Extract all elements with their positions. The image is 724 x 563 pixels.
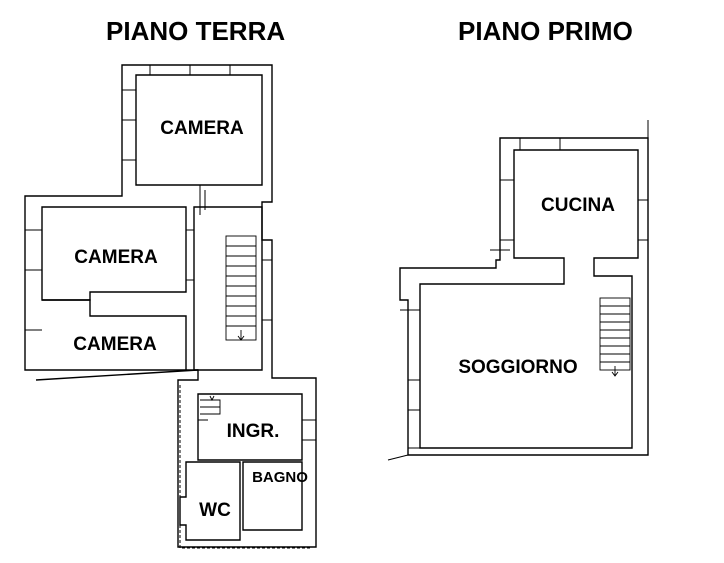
room-label-cucina: CUCINA bbox=[541, 195, 615, 216]
ground-floor-inner-wall bbox=[193, 206, 263, 371]
first-floor-wall-marks bbox=[387, 120, 649, 461]
room-label-wc: WC bbox=[199, 500, 231, 521]
ground-floor-inner-wall bbox=[242, 461, 303, 531]
room-label-camera-bottom: CAMERA bbox=[73, 334, 157, 355]
first-floor-stairs bbox=[599, 297, 631, 377]
ground-floor-stairs bbox=[225, 235, 257, 341]
room-label-camera-middle: CAMERA bbox=[74, 247, 158, 268]
room-label-ingresso: INGR. bbox=[227, 421, 280, 442]
entrance-steps bbox=[200, 395, 221, 415]
ground-floor-inner-wall bbox=[179, 461, 241, 541]
ground-floor-inner-wall bbox=[135, 74, 263, 186]
room-label-camera-top: CAMERA bbox=[160, 118, 244, 139]
ground-floor-title: PIANO TERRA bbox=[106, 16, 286, 46]
room-label-bagno: BAGNO bbox=[252, 469, 308, 486]
first-floor-outer-wall bbox=[399, 137, 649, 456]
ground-floor-dashed-outline bbox=[179, 385, 310, 549]
first-floor-inner-wall bbox=[419, 149, 639, 449]
ground-floor-inner-wall bbox=[35, 369, 199, 381]
room-label-soggiorno: SOGGIORNO bbox=[458, 357, 577, 378]
ground-floor-inner-wall bbox=[42, 299, 187, 370]
first-floor-title: PIANO PRIMO bbox=[458, 16, 633, 46]
ground-floor-wall-marks bbox=[25, 65, 316, 441]
first-floor-plan: CUCINA SOGGIORNO bbox=[387, 120, 649, 461]
ground-floor-outer-wall bbox=[24, 64, 317, 548]
ground-floor-inner-wall bbox=[197, 393, 303, 461]
ground-floor-plan: CAMERA CAMERA CAMERA INGR. BAGNO WC bbox=[24, 64, 317, 549]
